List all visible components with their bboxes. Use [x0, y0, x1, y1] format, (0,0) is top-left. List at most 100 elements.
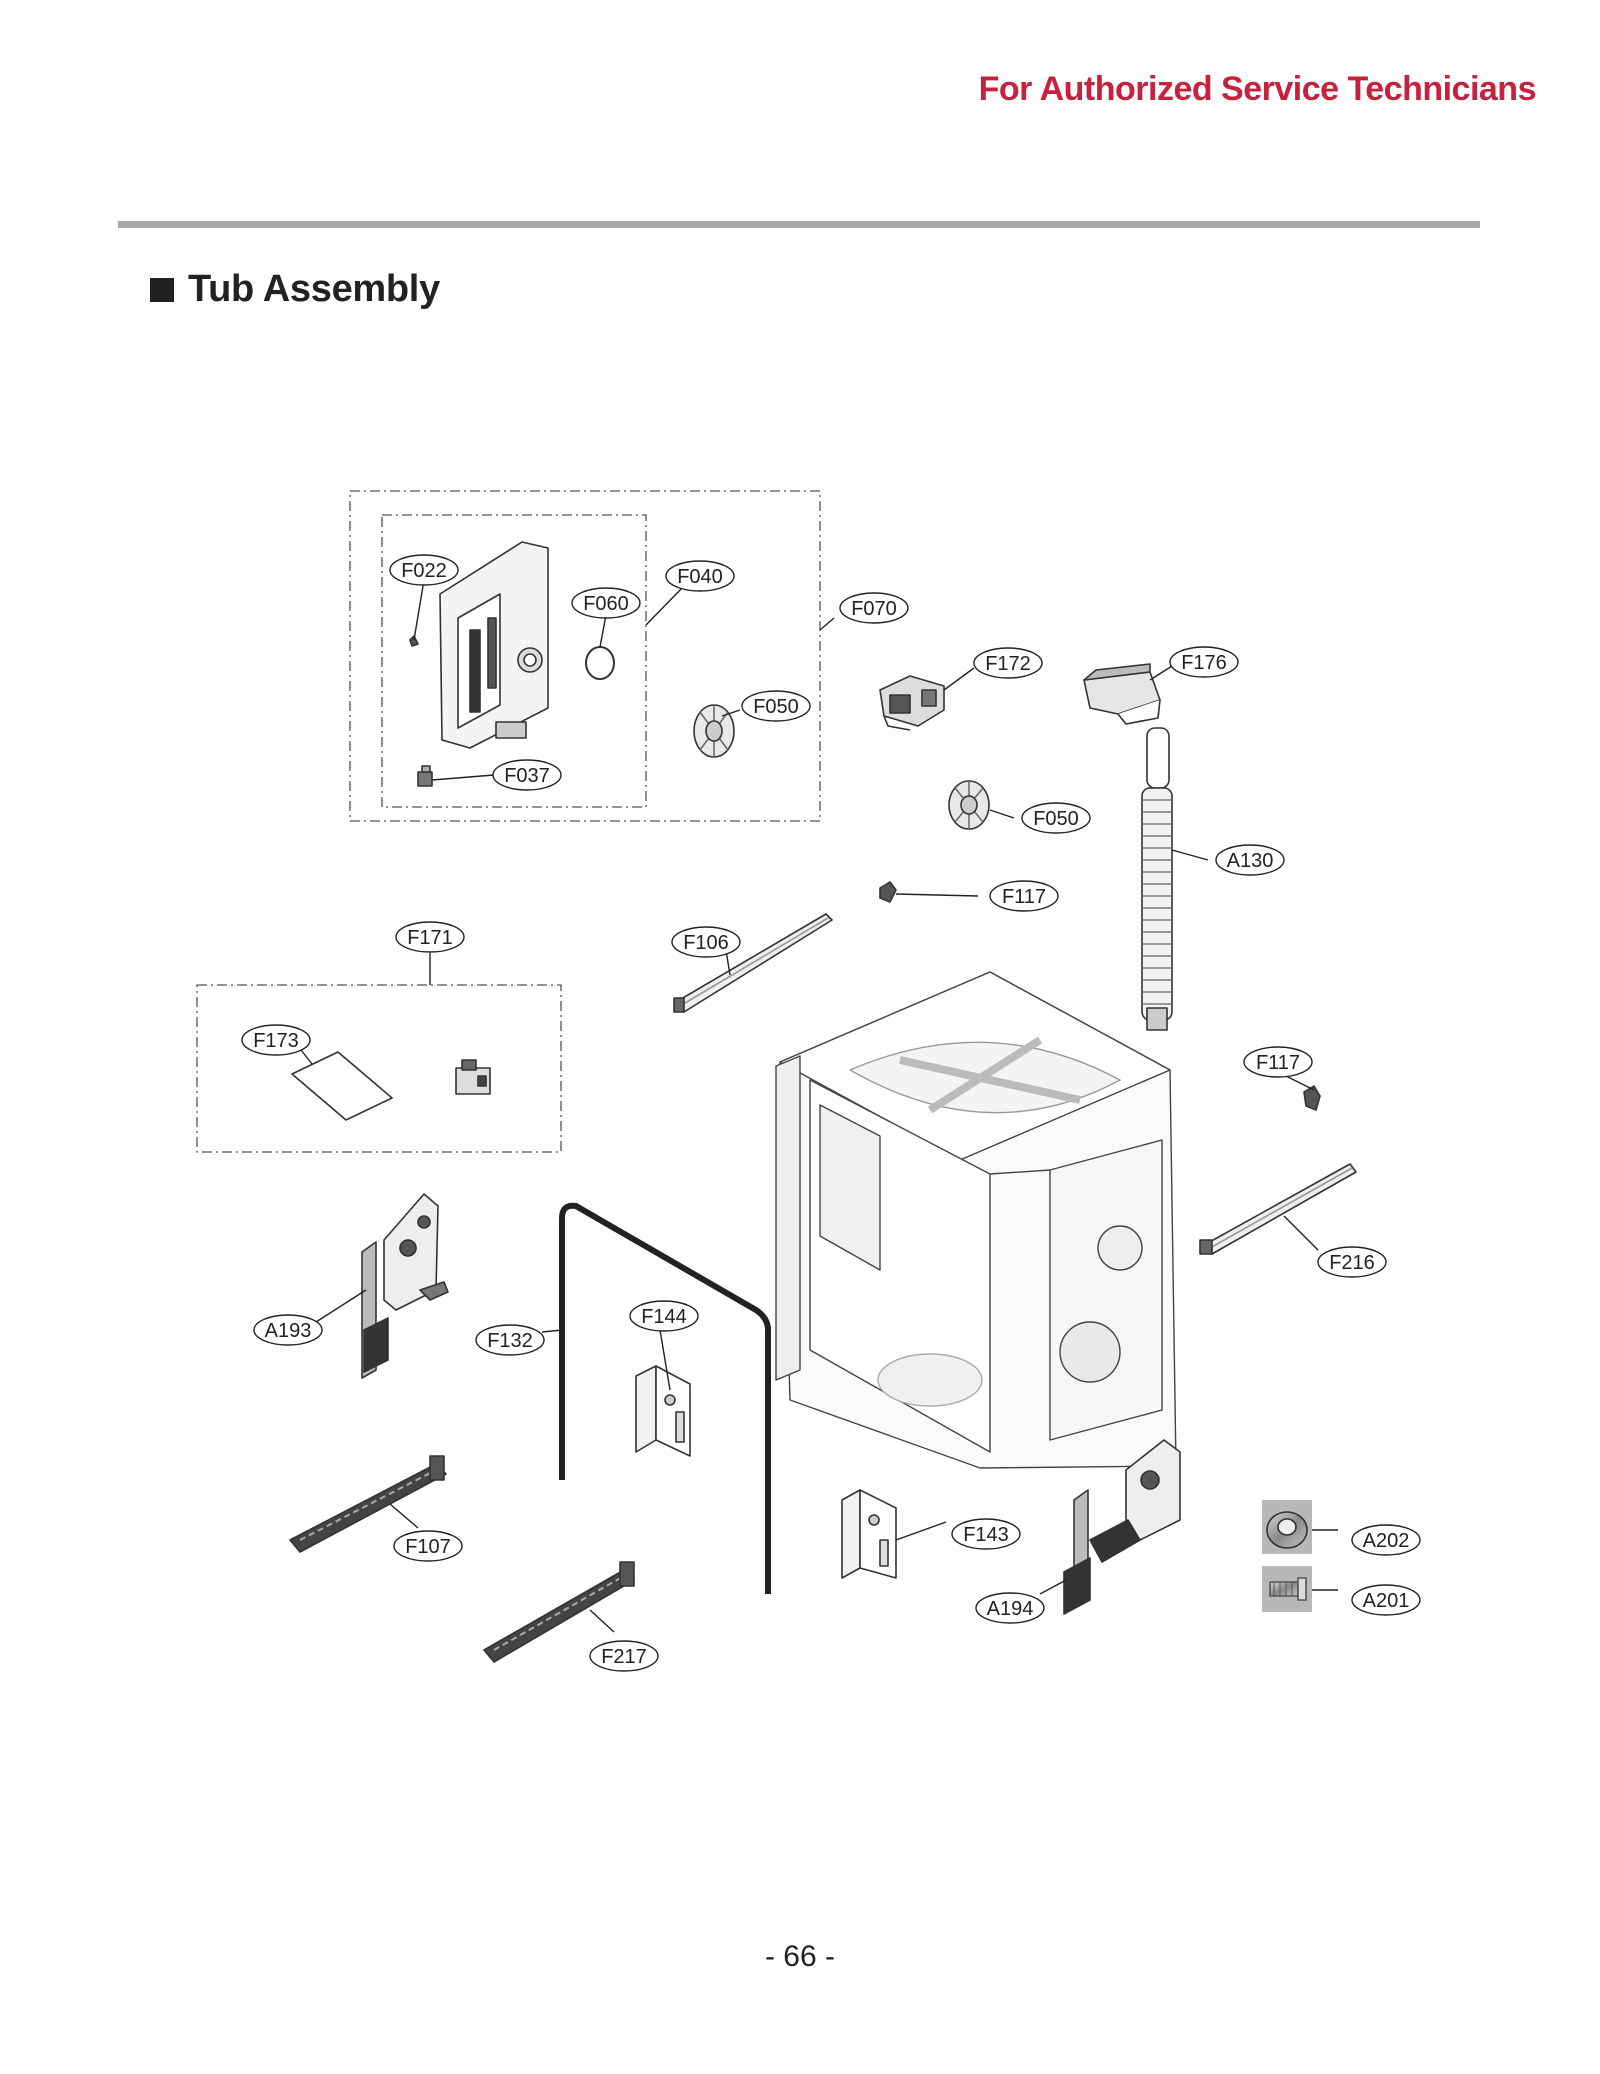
- callout-f022: F022: [389, 554, 459, 586]
- callout-label: A193: [265, 1320, 312, 1342]
- callout-label: F070: [851, 598, 897, 620]
- parts: [289, 541, 1357, 1663]
- callout-label: F040: [677, 566, 723, 588]
- part-rack-rail-f217: [483, 1561, 635, 1663]
- part-f176: [1083, 663, 1161, 725]
- callout-f172: F172: [973, 647, 1043, 679]
- part-hose-a130: [1141, 727, 1173, 1031]
- callout-label: F173: [253, 1030, 299, 1052]
- callout-f037: F037: [492, 759, 562, 791]
- callout-label: F037: [504, 765, 550, 787]
- callout-label: F176: [1181, 652, 1227, 674]
- callout-f117: F117: [1243, 1046, 1313, 1078]
- callout-f060: F060: [571, 587, 641, 619]
- part-bracket-f144: [635, 1365, 691, 1457]
- part-bracket-f143: [841, 1489, 897, 1579]
- part-cap-f050-upper: [693, 704, 735, 758]
- callout-oval: [1317, 1246, 1387, 1278]
- part-clip-f117-upper: [879, 881, 897, 903]
- group-boxes: [196, 490, 821, 1153]
- callout-oval: [393, 1530, 463, 1562]
- callout-label: F216: [1329, 1252, 1375, 1274]
- callout-oval: [973, 647, 1043, 679]
- callout-oval: [571, 587, 641, 619]
- callout-oval: [492, 759, 562, 791]
- callout-oval: [1243, 1046, 1313, 1078]
- callout-oval: [395, 921, 465, 953]
- callout-oval: [951, 1518, 1021, 1550]
- callout-f173: F173: [241, 1024, 311, 1056]
- part-sheet-f173: [291, 1051, 393, 1121]
- callout-f070: F070: [839, 592, 909, 624]
- callout-label: F050: [1033, 808, 1079, 830]
- callout-f216: F216: [1317, 1246, 1387, 1278]
- page-number: - 66 -: [764, 1940, 836, 1973]
- callout-a201: A201: [1351, 1584, 1421, 1616]
- callout-oval: [1021, 802, 1091, 834]
- part-tub-body: [775, 971, 1177, 1469]
- callout-oval: [1215, 844, 1285, 876]
- callout-f117: F117: [989, 880, 1059, 912]
- callout-f143: F143: [951, 1518, 1021, 1550]
- callout-label: F117: [1256, 1052, 1300, 1074]
- part-rack-rail-f107: [289, 1455, 447, 1553]
- callout-label: F022: [401, 560, 447, 582]
- part-f171: [455, 1059, 491, 1095]
- callout-f132: F132: [475, 1324, 545, 1356]
- part-connector-f037: [417, 765, 433, 787]
- callout-oval: [589, 1640, 659, 1672]
- callout-f217: F217: [589, 1640, 659, 1672]
- part-hinge-a193: [361, 1193, 449, 1379]
- callout-oval: [741, 690, 811, 722]
- callout-label: F106: [683, 932, 729, 954]
- callout-label: F060: [583, 593, 629, 615]
- callout-label: F144: [641, 1306, 687, 1328]
- part-a201: [1262, 1566, 1312, 1612]
- part-hinge-a194: [1063, 1439, 1181, 1615]
- callout-f144: F144: [629, 1300, 699, 1332]
- part-rail-f216: [1199, 1163, 1357, 1255]
- callout-a193: A193: [253, 1314, 323, 1346]
- part-oring-f060: [585, 646, 615, 680]
- callout-label: A201: [1363, 1590, 1410, 1612]
- callout-oval: [1351, 1524, 1421, 1556]
- section-bullet-icon: [150, 277, 174, 302]
- callout-label: F143: [963, 1524, 1009, 1546]
- callout-oval: [241, 1024, 311, 1056]
- part-rail-f106: [673, 913, 833, 1013]
- callout-oval: [475, 1324, 545, 1356]
- part-clip-f022: [409, 635, 419, 647]
- callout-a202: A202: [1351, 1524, 1421, 1556]
- callout-f040: F040: [665, 560, 735, 592]
- header-rule: [118, 221, 1480, 228]
- callout-oval: [1169, 646, 1239, 678]
- part-control-bracket: [439, 541, 549, 749]
- callout-f176: F176: [1169, 646, 1239, 678]
- callout-oval: [1351, 1584, 1421, 1616]
- part-a202: [1262, 1500, 1312, 1554]
- callout-label: A194: [987, 1598, 1034, 1620]
- callout-f050: F050: [741, 690, 811, 722]
- callout-label: F107: [405, 1536, 451, 1558]
- callout-label: A130: [1227, 850, 1274, 872]
- callout-f106: F106: [671, 926, 741, 958]
- callout-a194: A194: [975, 1592, 1045, 1624]
- callout-label: F217: [601, 1646, 647, 1668]
- section-title: Tub Assembly: [188, 268, 440, 310]
- callout-oval: [389, 554, 459, 586]
- part-f172: [879, 675, 945, 731]
- callout-label: F172: [985, 653, 1031, 675]
- callout-f171: F171: [395, 921, 465, 953]
- group-box-f040: [381, 514, 647, 808]
- group-box-f070: [349, 490, 821, 822]
- callout-oval: [839, 592, 909, 624]
- leader-lines: [297, 579, 1338, 1633]
- callout-label: F132: [487, 1330, 533, 1352]
- part-clip-f117-lower: [1303, 1085, 1321, 1111]
- callout-oval: [665, 560, 735, 592]
- callout-f107: F107: [393, 1530, 463, 1562]
- part-gasket-f132: [559, 1202, 771, 1594]
- callout-label: F117: [1002, 886, 1046, 908]
